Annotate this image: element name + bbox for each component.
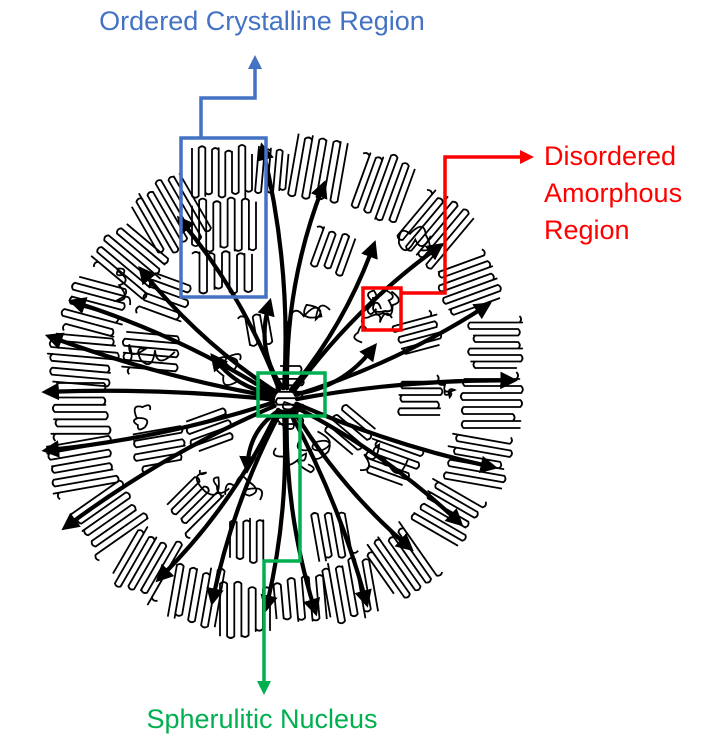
lamella-stack (368, 522, 443, 598)
lamella-stack (167, 477, 223, 538)
lamella-stack (288, 134, 348, 203)
amorphous-tangle (288, 305, 330, 325)
lamella-stack (352, 153, 415, 222)
radial-growth-arrow (295, 407, 457, 521)
amorphous-tangle (134, 405, 150, 429)
lamella-stack (439, 249, 501, 314)
amorphous-callout: Disordered Amorphous Region (363, 141, 682, 330)
amorphous-label-line-1: Disordered (544, 141, 676, 171)
amorphous-tangle (354, 313, 392, 342)
lamella-stack (230, 519, 270, 563)
lamella-stack (192, 145, 252, 198)
amorphous-tangle (197, 470, 230, 495)
lamella-stack (444, 434, 512, 489)
nucleus-label: Spherulitic Nucleus (146, 704, 377, 734)
lamella-stack (311, 226, 356, 275)
lamella-stack (468, 316, 522, 368)
lamella-stack (322, 558, 378, 623)
crystalline-label: Ordered Crystalline Region (99, 6, 425, 36)
lamella-stack (168, 564, 225, 628)
amorphous-label-line-2: Amorphous (544, 178, 682, 208)
radial-growth-arrow (291, 248, 373, 389)
amorphous-label-line-3: Region (544, 215, 630, 245)
radial-growth-arrow (265, 306, 283, 388)
crystalline-region-box (181, 138, 266, 297)
radial-growth-arrow (267, 412, 285, 604)
crystalline-leader-arrow (201, 62, 255, 138)
radial-growth-arrow (293, 409, 407, 545)
amorphous-tangle (274, 448, 314, 472)
lamella-stack (274, 575, 327, 621)
amorphous-leader-arrow (401, 157, 527, 293)
lamella-stack (398, 190, 474, 269)
lamella-stack (192, 251, 252, 293)
